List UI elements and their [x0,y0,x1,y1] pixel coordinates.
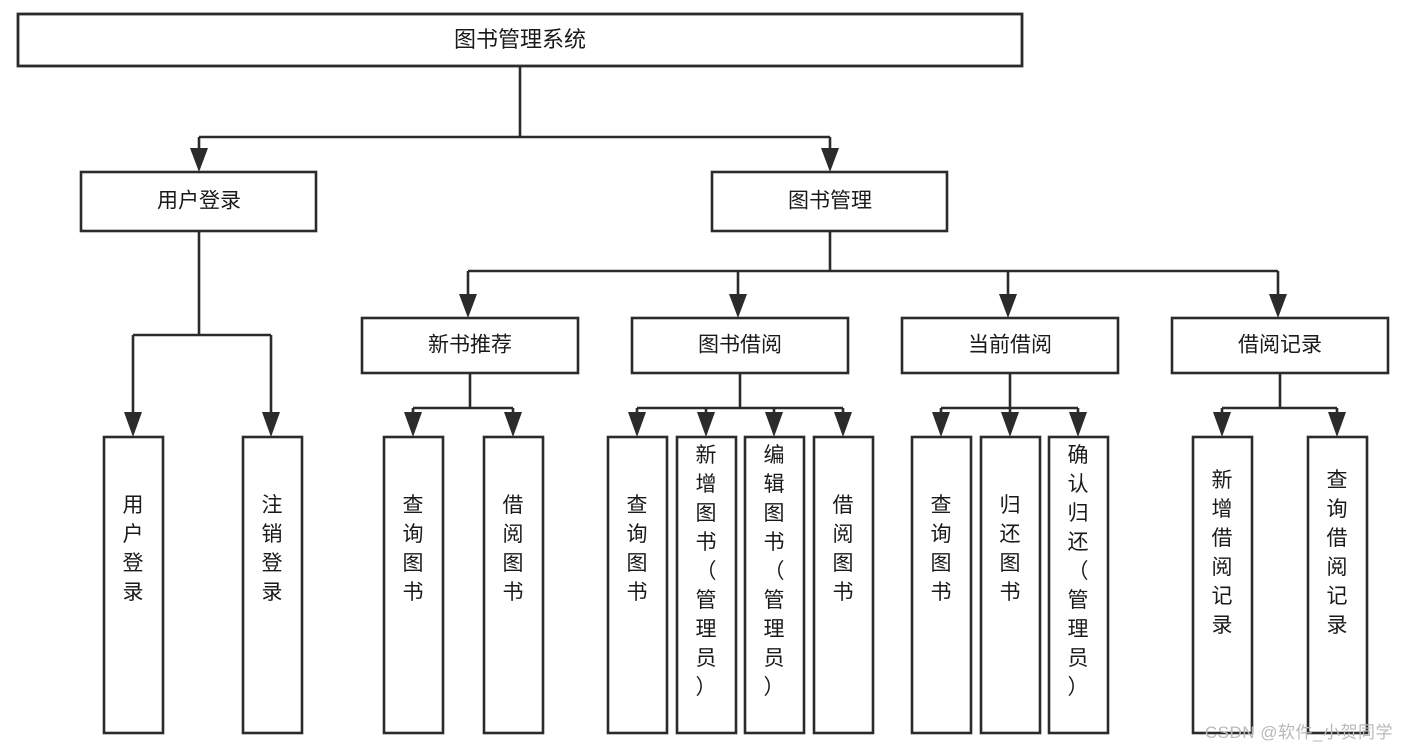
leaf-add-book-box[interactable] [675,435,738,735]
arrow-head-leaf-logout-login [262,412,280,437]
leaf-query-book-2-box[interactable] [606,435,669,735]
node-new-book-recommend[interactable]: 新书推荐 [360,316,580,375]
node-user-login-box[interactable] [79,170,318,233]
arrow-head-leaf-confirm-return [1069,412,1087,437]
arrow-head-book-management [821,148,839,172]
leaf-add-record-label: 新增借阅记录 [1212,469,1233,637]
leaf-edit-book-box[interactable] [743,435,806,735]
leaf-return-book-box[interactable] [979,435,1042,735]
leaf-node-add-record[interactable]: 新增借阅记录 [1191,435,1254,735]
leaf-query-book-1-box[interactable] [382,435,445,735]
leaf-user-login-label: 用户登录 [123,494,144,604]
arrow-head-leaf-add-record [1213,412,1231,437]
arrow-head-leaf-query-book-2 [628,412,646,437]
node-current-borrow-label: 当前借阅 [968,334,1052,357]
leaf-confirm-return-box[interactable] [1047,435,1110,735]
leaf-query-book-1-label: 查询图书 [403,494,424,604]
leaf-edit-book-label: 编辑图书（管理员） [764,444,785,699]
arrow-head-new-book-recommend [459,294,477,318]
node-new-book-recommend-box[interactable] [360,316,580,375]
node-book-borrow-label: 图书借阅 [698,334,782,357]
arrow-head-leaf-user-login [124,412,142,437]
leaf-borrow-book-1-box[interactable] [482,435,545,735]
node-user-login-label: 用户登录 [157,190,241,213]
leaf-node-borrow-book-1[interactable]: 借阅图书 [482,435,545,735]
node-borrow-record[interactable]: 借阅记录 [1170,316,1390,375]
node-book-management-box[interactable] [710,170,949,233]
node-borrow-record-box[interactable] [1170,316,1390,375]
arrow-head-leaf-edit-book [765,412,783,437]
node-book-management-label: 图书管理 [788,190,872,213]
node-root-box[interactable] [16,12,1024,68]
arrow-head-leaf-return-book [1001,412,1019,437]
node-new-book-recommend-label: 新书推荐 [428,334,512,357]
arrow-head-user-login [190,148,208,172]
leaf-confirm-return-label: 确认归还（管理员） [1068,444,1089,699]
leaf-query-record-box[interactable] [1306,435,1369,735]
leaf-user-login-box[interactable] [102,435,165,735]
arrow-head-borrow-record [1269,294,1287,318]
connector-layer [124,66,1346,437]
leaf-node-query-book-3[interactable]: 查询图书 [910,435,973,735]
leaf-query-book-3-label: 查询图书 [931,494,952,604]
leaf-add-record-box[interactable] [1191,435,1254,735]
leaf-add-book-label: 新增图书（管理员） [696,444,717,699]
node-book-borrow[interactable]: 图书借阅 [630,316,850,375]
leaf-borrow-book-1-label: 借阅图书 [503,494,524,604]
leaf-borrow-book-2-box[interactable] [812,435,875,735]
leaf-node-borrow-book-2[interactable]: 借阅图书 [812,435,875,735]
leaf-query-record-label: 查询借阅记录 [1327,469,1348,637]
node-root-label: 图书管理系统 [454,27,586,52]
node-book-management[interactable]: 图书管理 [710,170,949,233]
arrow-head-leaf-query-book-3 [932,412,950,437]
leaf-node-return-book[interactable]: 归还图书 [979,435,1042,735]
arrow-head-leaf-query-book-1 [404,412,422,437]
node-current-borrow-box[interactable] [900,316,1120,375]
leaf-node-confirm-return[interactable]: 确认归还（管理员） [1047,435,1110,735]
arrow-head-leaf-borrow-book-1 [504,412,522,437]
node-borrow-record-label: 借阅记录 [1238,334,1322,357]
leaf-logout-login-label: 注销登录 [262,494,283,604]
arrow-head-leaf-borrow-book-2 [834,412,852,437]
leaf-node-logout-login[interactable]: 注销登录 [241,435,304,735]
leaf-node-query-book-2[interactable]: 查询图书 [606,435,669,735]
arrow-head-leaf-query-record [1328,412,1346,437]
arrow-head-leaf-add-book [697,412,715,437]
leaf-logout-login-box[interactable] [241,435,304,735]
leaf-node-user-login[interactable]: 用户登录 [102,435,165,735]
leaf-return-book-label: 归还图书 [1000,494,1021,604]
leaf-node-query-record[interactable]: 查询借阅记录 [1306,435,1369,735]
leaf-node-add-book[interactable]: 新增图书（管理员） [675,435,738,735]
leaf-node-edit-book[interactable]: 编辑图书（管理员） [743,435,806,735]
node-root[interactable]: 图书管理系统 [16,12,1024,68]
node-current-borrow[interactable]: 当前借阅 [900,316,1120,375]
leaf-query-book-2-label: 查询图书 [627,494,648,604]
leaf-borrow-book-2-label: 借阅图书 [833,494,854,604]
arrow-head-current-borrow [999,294,1017,318]
arrow-head-book-borrow [729,294,747,318]
leaf-node-query-book-1[interactable]: 查询图书 [382,435,445,735]
node-book-borrow-box[interactable] [630,316,850,375]
node-user-login[interactable]: 用户登录 [79,170,318,233]
leaf-query-book-3-box[interactable] [910,435,973,735]
